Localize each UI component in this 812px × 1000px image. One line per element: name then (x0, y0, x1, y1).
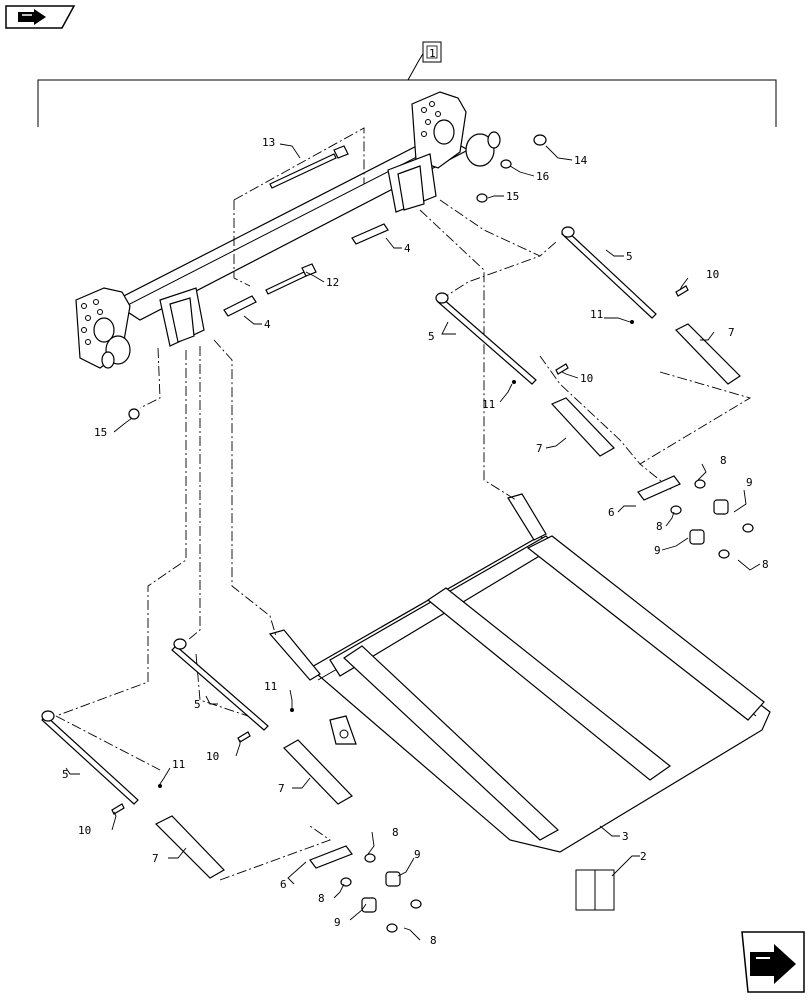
small-hardware (111, 285, 754, 933)
callout-9[interactable]: 9 (334, 916, 341, 929)
rod-assemblies (41, 226, 741, 879)
callout-3[interactable]: 3 (622, 830, 629, 843)
callout-11[interactable]: 11 (482, 398, 495, 411)
callout-7[interactable]: 7 (278, 782, 285, 795)
previous-page-arrow-icon[interactable] (4, 4, 76, 30)
callout-4[interactable]: 4 (404, 242, 411, 255)
callout-12[interactable]: 12 (326, 276, 339, 289)
leader-lines (65, 143, 761, 941)
callout-5[interactable]: 5 (428, 330, 435, 343)
callout-8[interactable]: 8 (430, 934, 437, 947)
callout-7[interactable]: 7 (536, 442, 543, 455)
callout-6[interactable]: 6 (608, 506, 615, 519)
callout-11[interactable]: 11 (172, 758, 185, 771)
callout-8[interactable]: 8 (720, 454, 727, 467)
pins (223, 223, 389, 317)
callout-14[interactable]: 14 (574, 154, 588, 167)
callout-2[interactable]: 2 (640, 850, 647, 863)
nuts-washers (128, 134, 547, 420)
callout-7[interactable]: 7 (728, 326, 735, 339)
assembly-bracket (37, 41, 777, 127)
next-page-arrow-icon[interactable] (740, 930, 806, 994)
callout-9[interactable]: 9 (414, 848, 421, 861)
callout-11[interactable]: 11 (590, 308, 603, 321)
bolts (265, 145, 349, 295)
callout-13[interactable]: 13 (262, 136, 275, 149)
callout-5[interactable]: 5 (194, 698, 201, 711)
apron-plate (268, 493, 771, 853)
callout-9[interactable]: 9 (654, 544, 661, 557)
callout-10[interactable]: 10 (78, 824, 91, 837)
callout-16[interactable]: 16 (536, 170, 549, 183)
callout-7[interactable]: 7 (152, 852, 159, 865)
callout-15[interactable]: 15 (506, 190, 519, 203)
callout-10[interactable]: 10 (206, 750, 219, 763)
callout-8[interactable]: 8 (392, 826, 399, 839)
callout-10[interactable]: 10 (706, 268, 719, 281)
callout-8[interactable]: 8 (762, 558, 769, 571)
callout-5[interactable]: 5 (626, 250, 633, 263)
phantom-lines (55, 127, 752, 881)
callout-8[interactable]: 8 (318, 892, 325, 905)
callout-10[interactable]: 10 (580, 372, 593, 385)
callout-6[interactable]: 6 (280, 878, 287, 891)
callout-5[interactable]: 5 (62, 768, 69, 781)
callout-9[interactable]: 9 (746, 476, 753, 489)
callout-11[interactable]: 11 (264, 680, 277, 693)
callout-4[interactable]: 4 (264, 318, 271, 331)
callout-numbers: 2 3 4 4 5 5 5 5 6 6 7 7 7 7 8 8 8 8 8 8 … (62, 136, 769, 947)
callout-8[interactable]: 8 (656, 520, 663, 533)
callout-15[interactable]: 15 (94, 426, 107, 439)
assembly-ref-label[interactable]: 1 (429, 47, 436, 60)
decal-box (575, 869, 615, 911)
axle-tube (75, 91, 501, 369)
